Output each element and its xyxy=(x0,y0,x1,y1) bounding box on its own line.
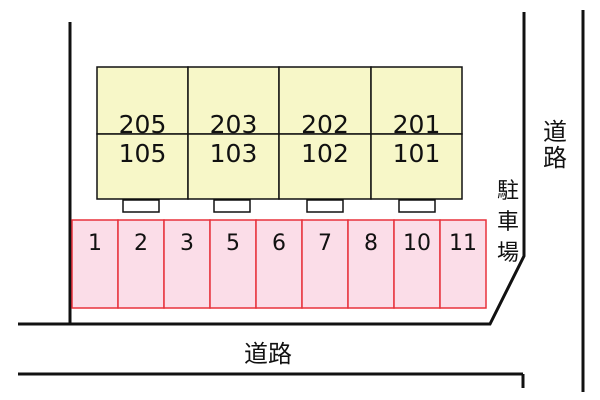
parking-space-number: 6 xyxy=(272,231,286,256)
unit-entrance-step xyxy=(398,199,436,213)
unit-lower-number: 103 xyxy=(210,139,258,168)
unit-block: 203 103 xyxy=(187,66,280,213)
road-label-char: 路 xyxy=(543,144,567,172)
parking-space: 8 xyxy=(347,219,395,309)
road-label-right: 道 路 xyxy=(543,118,567,172)
parking-space-number: 3 xyxy=(180,231,194,256)
road-label-char: 道 xyxy=(543,118,567,146)
parking-space-number: 7 xyxy=(318,231,332,256)
unit-lower-number: 105 xyxy=(119,139,167,168)
parking-space: 10 xyxy=(393,219,441,309)
unit-lower-cell xyxy=(96,133,189,200)
parking-space: 11 xyxy=(439,219,487,309)
parking-space-box xyxy=(347,219,395,309)
parking-space: 6 xyxy=(255,219,303,309)
unit-upper-number: 201 xyxy=(393,110,441,139)
lot-boundary-line xyxy=(18,12,526,326)
parking-space-box xyxy=(255,219,303,309)
parking-space-box xyxy=(71,219,119,309)
unit-upper-number: 202 xyxy=(301,110,349,139)
parking-space-box xyxy=(393,219,441,309)
unit-upper-cell xyxy=(278,66,372,135)
parking-space: 3 xyxy=(163,219,211,309)
parking-space-number: 2 xyxy=(134,231,148,256)
parking-space-box xyxy=(163,219,211,309)
unit-lower-number: 101 xyxy=(393,139,441,168)
unit-block: 202 102 xyxy=(278,66,372,213)
parking-space: 7 xyxy=(301,219,349,309)
parking-lot: 1 2 3 5 6 7 8 10 xyxy=(71,219,487,309)
parking-space-number: 8 xyxy=(364,231,378,256)
unit-upper-cell xyxy=(187,66,280,135)
parking-space-box xyxy=(439,219,487,309)
building: 205 105 203 103 202 102 201 101 xyxy=(96,66,463,213)
boundary-lines xyxy=(18,10,585,392)
parking-space-number: 1 xyxy=(88,231,102,256)
unit-lower-number: 102 xyxy=(301,139,349,168)
unit-upper-cell xyxy=(370,66,463,135)
parking-space: 1 xyxy=(71,219,119,309)
unit-upper-number: 205 xyxy=(119,110,167,139)
unit-lower-cell xyxy=(370,133,463,200)
unit-upper-cell xyxy=(96,66,189,135)
parking-space: 5 xyxy=(209,219,257,309)
parking-space-number: 11 xyxy=(449,231,477,256)
road-label-bottom: 道路 xyxy=(244,340,292,368)
unit-entrance-step xyxy=(306,199,344,213)
unit-entrance-step xyxy=(213,199,251,213)
unit-entrance-step xyxy=(122,199,160,213)
unit-block: 201 101 xyxy=(370,66,463,213)
parking-label-char: 駐 xyxy=(497,179,519,204)
unit-block: 205 105 xyxy=(96,66,189,213)
parking-space-number: 5 xyxy=(226,231,240,256)
parking-label: 駐 車 場 xyxy=(497,179,519,266)
unit-upper-number: 203 xyxy=(210,110,258,139)
parking-label-char: 車 xyxy=(497,210,519,235)
parking-space: 2 xyxy=(117,219,165,309)
parking-label-char: 場 xyxy=(497,241,519,266)
parking-space-number: 10 xyxy=(403,231,431,256)
